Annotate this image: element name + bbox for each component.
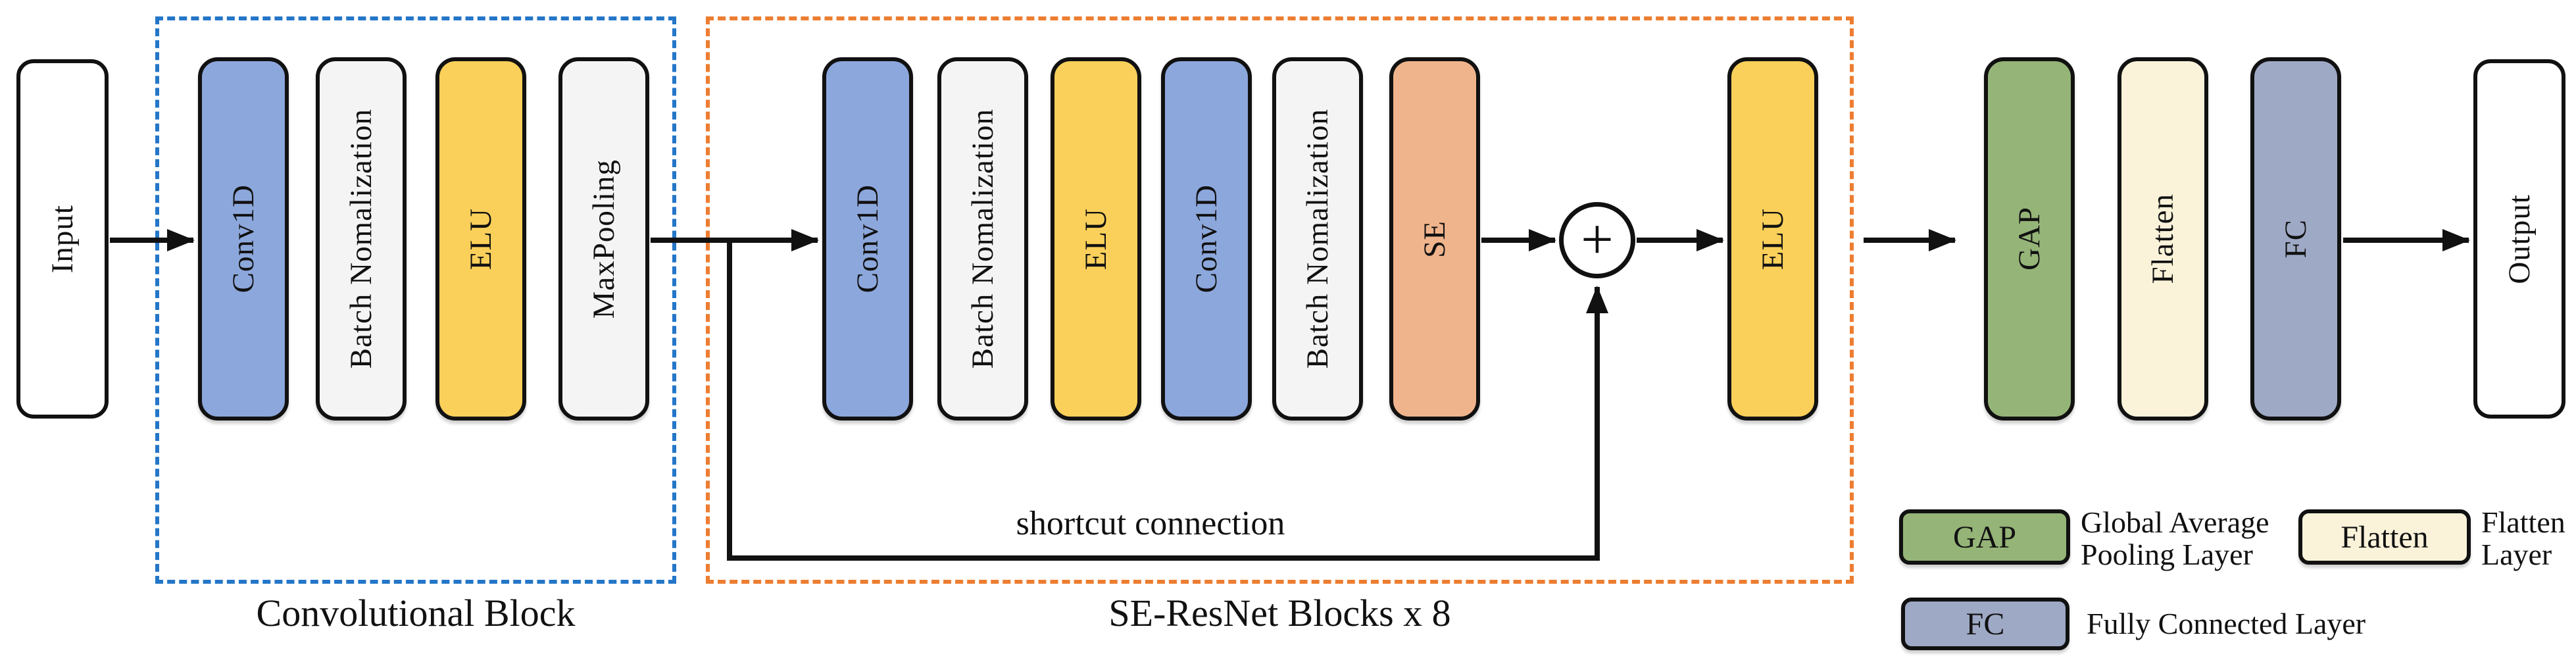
- legend-gap-key: GAP: [1899, 509, 2070, 565]
- layer-label: Conv1D: [226, 184, 260, 294]
- se-resnet-block-outline: [706, 16, 1854, 584]
- legend-fc-description-line1: Fully Connected Layer: [2087, 606, 2366, 640]
- layer-block-flatten: Flatten: [2118, 57, 2208, 421]
- legend-fc-description: Fully Connected Layer: [2087, 598, 2365, 650]
- convolutional-block-caption: Convolutional Block: [256, 592, 576, 634]
- layer-block-se: SE: [1389, 57, 1480, 421]
- layer-block-fc: FC: [2250, 57, 2341, 421]
- legend-flatten-description: Flatten Layer: [2481, 505, 2565, 571]
- plus-icon: +: [1581, 208, 1614, 272]
- convolutional-block-outline: [155, 16, 676, 584]
- layer-label: Batch Nomalization: [1300, 109, 1335, 369]
- layer-label: Batch Nomalization: [344, 109, 378, 369]
- layer-block-conv1d-2: Conv1D: [822, 57, 913, 421]
- layer-label: Conv1D: [851, 184, 885, 294]
- legend-flatten-key: Flatten: [2298, 509, 2471, 565]
- layer-block-conv1d-1: Conv1D: [198, 57, 289, 421]
- se-resnet-block-caption: SE-ResNet Blocks x 8: [1108, 592, 1451, 634]
- layer-label: Batch Nomalization: [966, 109, 1000, 369]
- legend-gap-description-line2: Pooling Layer: [2081, 537, 2253, 571]
- output-block: Output: [2473, 59, 2565, 419]
- layer-label: GAP: [2012, 207, 2046, 271]
- layer-label: Conv1D: [1189, 184, 1224, 294]
- layer-label: MaxPooling: [587, 159, 621, 319]
- legend-flatten-description-line2: Layer: [2481, 537, 2552, 571]
- legend-flatten-description-line1: Flatten: [2481, 505, 2565, 539]
- legend-flatten-key-label: Flatten: [2341, 519, 2429, 555]
- layer-block-maxpooling: MaxPooling: [558, 57, 649, 421]
- layer-block-batch-norm-3: Batch Nomalization: [1272, 57, 1363, 421]
- legend-fc-key-label: FC: [1966, 606, 2005, 642]
- legend-gap-description: Global Average Pooling Layer: [2081, 505, 2269, 571]
- layer-block-elu-2: ELU: [1051, 57, 1141, 421]
- legend-gap-description-line1: Global Average: [2081, 505, 2269, 539]
- shortcut-connection-label: shortcut connection: [1016, 505, 1285, 542]
- layer-block-elu-3: ELU: [1727, 57, 1818, 421]
- layer-block-elu-1: ELU: [435, 57, 526, 421]
- layer-block-batch-norm-1: Batch Nomalization: [316, 57, 407, 421]
- legend-fc-key: FC: [1901, 598, 2069, 650]
- layer-label: Flatten: [2146, 193, 2180, 284]
- layer-label: SE: [1418, 220, 1452, 258]
- layer-label: FC: [2279, 219, 2313, 259]
- layer-label: ELU: [1079, 207, 1113, 270]
- input-label: Input: [45, 204, 80, 274]
- output-label: Output: [2502, 193, 2537, 284]
- layer-block-conv1d-3: Conv1D: [1161, 57, 1252, 421]
- layer-label: ELU: [464, 207, 498, 270]
- layer-label: ELU: [1756, 207, 1790, 270]
- legend-gap-key-label: GAP: [1952, 519, 2017, 555]
- layer-block-gap: GAP: [1984, 57, 2075, 421]
- layer-block-batch-norm-2: Batch Nomalization: [937, 57, 1028, 421]
- sum-node: +: [1559, 202, 1635, 278]
- input-block: Input: [16, 59, 109, 419]
